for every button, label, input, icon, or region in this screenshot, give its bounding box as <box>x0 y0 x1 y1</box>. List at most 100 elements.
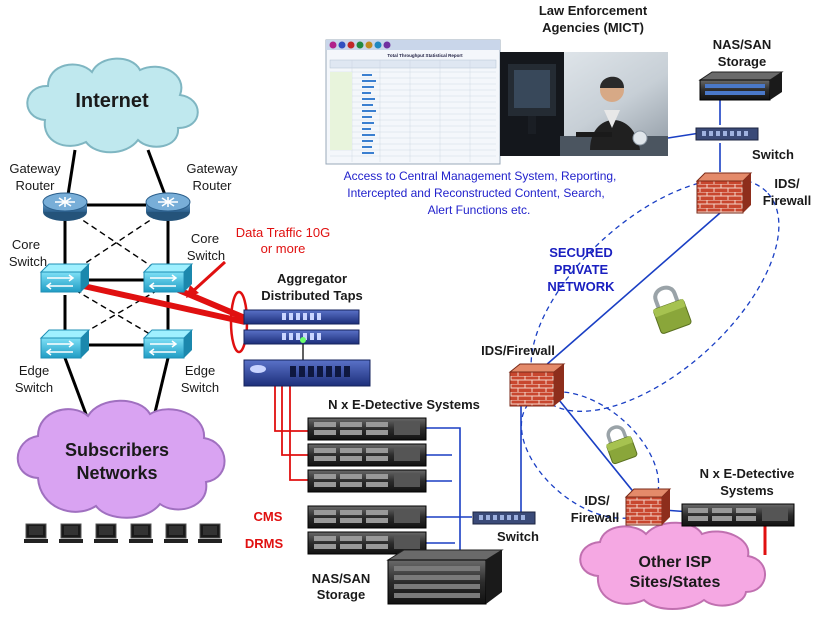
toolbar-icons <box>329 41 391 49</box>
gateway-router-right-label-1: Gateway <box>186 161 238 176</box>
gateway-router-left <box>42 192 88 221</box>
subscriber-computers <box>24 523 222 543</box>
access-description-line-3: Alert Functions etc. <box>428 203 531 217</box>
firewall-brick-icon <box>508 363 566 407</box>
data-traffic-label-2: or more <box>261 241 306 256</box>
nas-san-storage-top: NAS/SAN Storage <box>698 37 784 101</box>
desktop-computer-icon <box>94 523 118 543</box>
edetective-remote-label-2: Systems <box>720 483 773 498</box>
network-tap-icon <box>243 309 360 325</box>
edetective-server-1 <box>307 417 427 441</box>
edge-switch-left-label-1: Edge <box>19 363 49 378</box>
gateway-router-left-label-2: Router <box>15 178 55 193</box>
secured-network-label-1: SECURED <box>549 245 613 260</box>
core-switch-right-label-2: Switch <box>187 248 225 263</box>
network-tap-icon <box>243 359 371 387</box>
gateway-router-right <box>145 192 191 221</box>
switch-icon <box>142 329 194 359</box>
rack-server-icon <box>307 443 427 467</box>
ids-firewall-low-label-1: IDS/ <box>584 493 610 508</box>
ids-firewall-low: IDS/ Firewall <box>571 488 672 526</box>
other-isp-label-1: Other ISP <box>639 554 712 571</box>
nas-san-top-label-2: Storage <box>718 54 766 69</box>
law-enforcement-label-2: Agencies (MICT) <box>542 20 644 35</box>
management-report-screenshot: Total Throughput Statistical Report <box>325 39 501 165</box>
access-description: Access to Central Management System, Rep… <box>344 169 617 217</box>
ids-firewall-low-label-2: Firewall <box>571 510 619 525</box>
switch-top-label: Switch <box>752 147 794 162</box>
edetective-server-3 <box>307 469 427 493</box>
ids-firewall-top-label-1: IDS/ <box>774 176 800 191</box>
secured-network-label-3: NETWORK <box>547 279 615 294</box>
nas-san-bottom-label-1: NAS/SAN <box>312 571 371 586</box>
rack-server-icon <box>681 503 795 527</box>
aggregator-label-1: Aggregator <box>277 271 347 286</box>
ids-firewall-mid: IDS/Firewall <box>481 343 566 407</box>
gateway-router-right-label-2: Router <box>192 178 232 193</box>
edetective-systems-label: N x E-Detective Systems <box>328 397 480 412</box>
router-icon <box>42 192 88 221</box>
rack-server-icon <box>307 505 427 529</box>
aggregator-distributed-taps: Aggregator Distributed Taps <box>243 271 371 387</box>
data-traffic-link-1 <box>69 280 246 325</box>
access-description-line-1: Access to Central Management System, Rep… <box>344 169 617 183</box>
rack-server-icon <box>307 417 427 441</box>
subscribers-label-2: Networks <box>76 463 157 483</box>
switch-icon <box>142 263 194 293</box>
gateway-router-left-label-1: Gateway <box>9 161 61 176</box>
subscribers-cloud: Subscribers Networks <box>16 399 226 519</box>
core-switch-right-label-1: Core <box>191 231 219 246</box>
edetective-server-2 <box>307 443 427 467</box>
cms-server <box>307 505 427 529</box>
edge-switch-right <box>142 329 194 359</box>
desktop-computer-icon <box>164 523 188 543</box>
cms-label: CMS <box>254 509 283 524</box>
data-traffic-arrow <box>190 260 227 294</box>
aggregator-label-2: Distributed Taps <box>261 288 363 303</box>
access-description-line-2: Intercepted and Reconstructed Content, S… <box>347 186 605 200</box>
other-isp-cloud: Other ISP Sites/States <box>579 521 766 610</box>
core-switch-left-label-1: Core <box>12 237 40 252</box>
router-icon <box>145 192 191 221</box>
report-title: Total Throughput Statistical Report <box>387 53 463 58</box>
edge-switch-left <box>39 329 91 359</box>
edge-switch-right-label-2: Switch <box>181 380 219 395</box>
secured-network-label-2: PRIVATE <box>554 262 609 277</box>
law-enforcement-label-1: Law Enforcement <box>539 3 648 18</box>
ids-firewall-top-label-2: Firewall <box>763 193 811 208</box>
desktop-computer-icon <box>198 523 222 543</box>
switch-bottom-label: Switch <box>497 529 539 544</box>
padlock-icon <box>652 285 692 334</box>
nas-san-bottom-label-2: Storage <box>317 587 365 602</box>
switch-icon <box>472 511 536 525</box>
subscribers-label-1: Subscribers <box>65 440 169 460</box>
operator-photo <box>500 52 668 156</box>
edetective-remote-label-1: N x E-Detective <box>700 466 795 481</box>
drms-server <box>307 531 427 555</box>
drms-label: DRMS <box>245 536 284 551</box>
lan-links <box>425 96 721 570</box>
rack-server-icon <box>307 469 427 493</box>
data-traffic-label-1: Data Traffic 10G <box>236 225 330 240</box>
desktop-computer-icon <box>59 523 83 543</box>
switch-icon <box>39 329 91 359</box>
other-isp-label-2: Sites/States <box>630 574 721 591</box>
desktop-computer-icon <box>24 523 48 543</box>
rack-server-icon <box>307 531 427 555</box>
network-tap-icon <box>243 329 360 345</box>
internet-label: Internet <box>75 90 149 112</box>
nas-san-storage-bottom: NAS/SAN Storage <box>312 549 504 605</box>
switch-bottom: Switch <box>472 511 539 544</box>
storage-array-icon <box>698 71 784 101</box>
remote-edetective: N x E-Detective Systems <box>681 466 795 527</box>
tap-to-server-links <box>274 385 310 481</box>
switch-icon <box>39 263 91 293</box>
edge-switch-right-label-1: Edge <box>185 363 215 378</box>
storage-array-icon <box>386 549 504 605</box>
desktop-computer-icon <box>129 523 153 543</box>
switch-icon <box>695 127 759 141</box>
core-switch-left <box>39 263 91 293</box>
core-switch-left-label-2: Switch <box>9 254 47 269</box>
